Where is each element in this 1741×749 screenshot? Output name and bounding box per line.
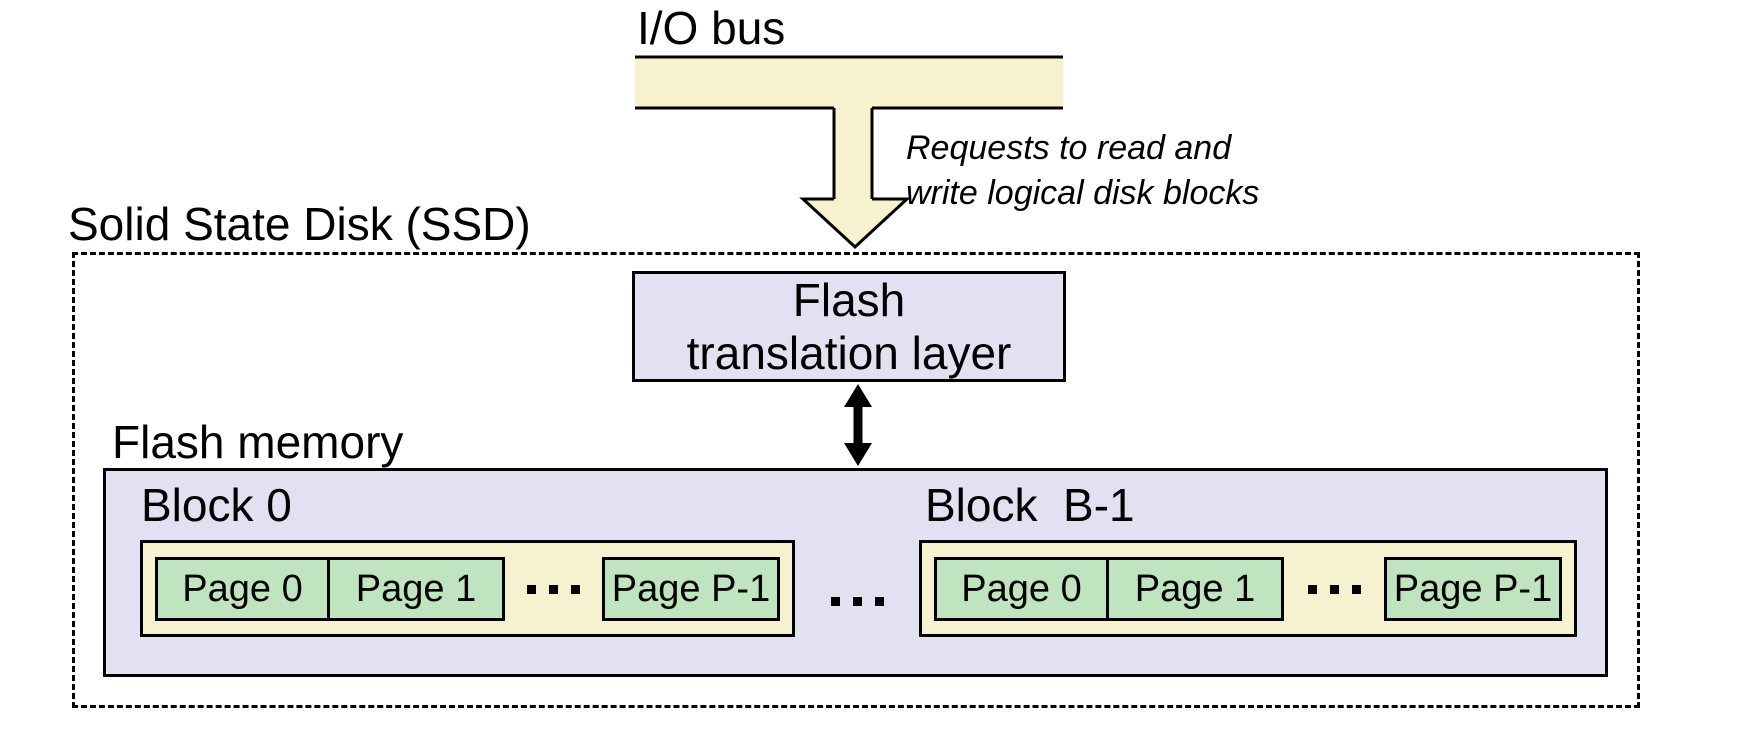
page-ellipsis-spacer	[1284, 557, 1384, 621]
dot	[852, 597, 862, 606]
block-0-label: Block 0	[141, 479, 292, 531]
request-note: Requests to read and write logical disk …	[906, 126, 1259, 216]
page-ellipsis-spacer	[505, 557, 602, 621]
double-headed-arrow-icon	[844, 384, 872, 466]
io-bus-label: I/O bus	[637, 2, 786, 54]
page-cell: Page P-1	[602, 557, 780, 621]
dot	[830, 597, 840, 606]
block-b1-page-row: Page 0 Page 1 Page P-1	[919, 540, 1577, 637]
dot	[549, 584, 558, 594]
request-note-line2: write logical disk blocks	[906, 174, 1260, 212]
block-b1-label: Block B-1	[925, 479, 1135, 531]
page-cell: Page 1	[1106, 557, 1284, 621]
dot	[1329, 584, 1339, 594]
blocks-ellipsis-spacer	[820, 597, 894, 606]
page-cell: Page P-1	[1384, 557, 1562, 621]
io-bus-down-arrow-icon	[635, 55, 1063, 250]
dot	[874, 597, 884, 606]
page-cell: Page 0	[155, 557, 330, 621]
block-0-page-row: Page 0 Page 1 Page P-1	[140, 540, 795, 637]
ssd-boundary-box	[72, 252, 1640, 708]
dot	[527, 584, 536, 594]
page-cell: Page 0	[934, 557, 1109, 621]
ellipsis-icon	[830, 597, 884, 606]
request-note-line1: Requests to read and	[906, 129, 1232, 167]
flash-translation-layer-box: Flash translation layer	[632, 271, 1066, 382]
page-cell: Page 1	[327, 557, 505, 621]
ssd-title: Solid State Disk (SSD)	[68, 198, 531, 250]
dot	[1307, 584, 1317, 594]
dot	[571, 584, 580, 594]
dot	[1351, 584, 1361, 594]
ellipsis-icon	[1307, 584, 1361, 594]
ellipsis-icon	[527, 584, 580, 594]
ftl-label-line1: Flash	[792, 273, 906, 326]
ftl-label-line2: translation layer	[686, 326, 1012, 379]
flash-memory-label: Flash memory	[112, 416, 404, 468]
